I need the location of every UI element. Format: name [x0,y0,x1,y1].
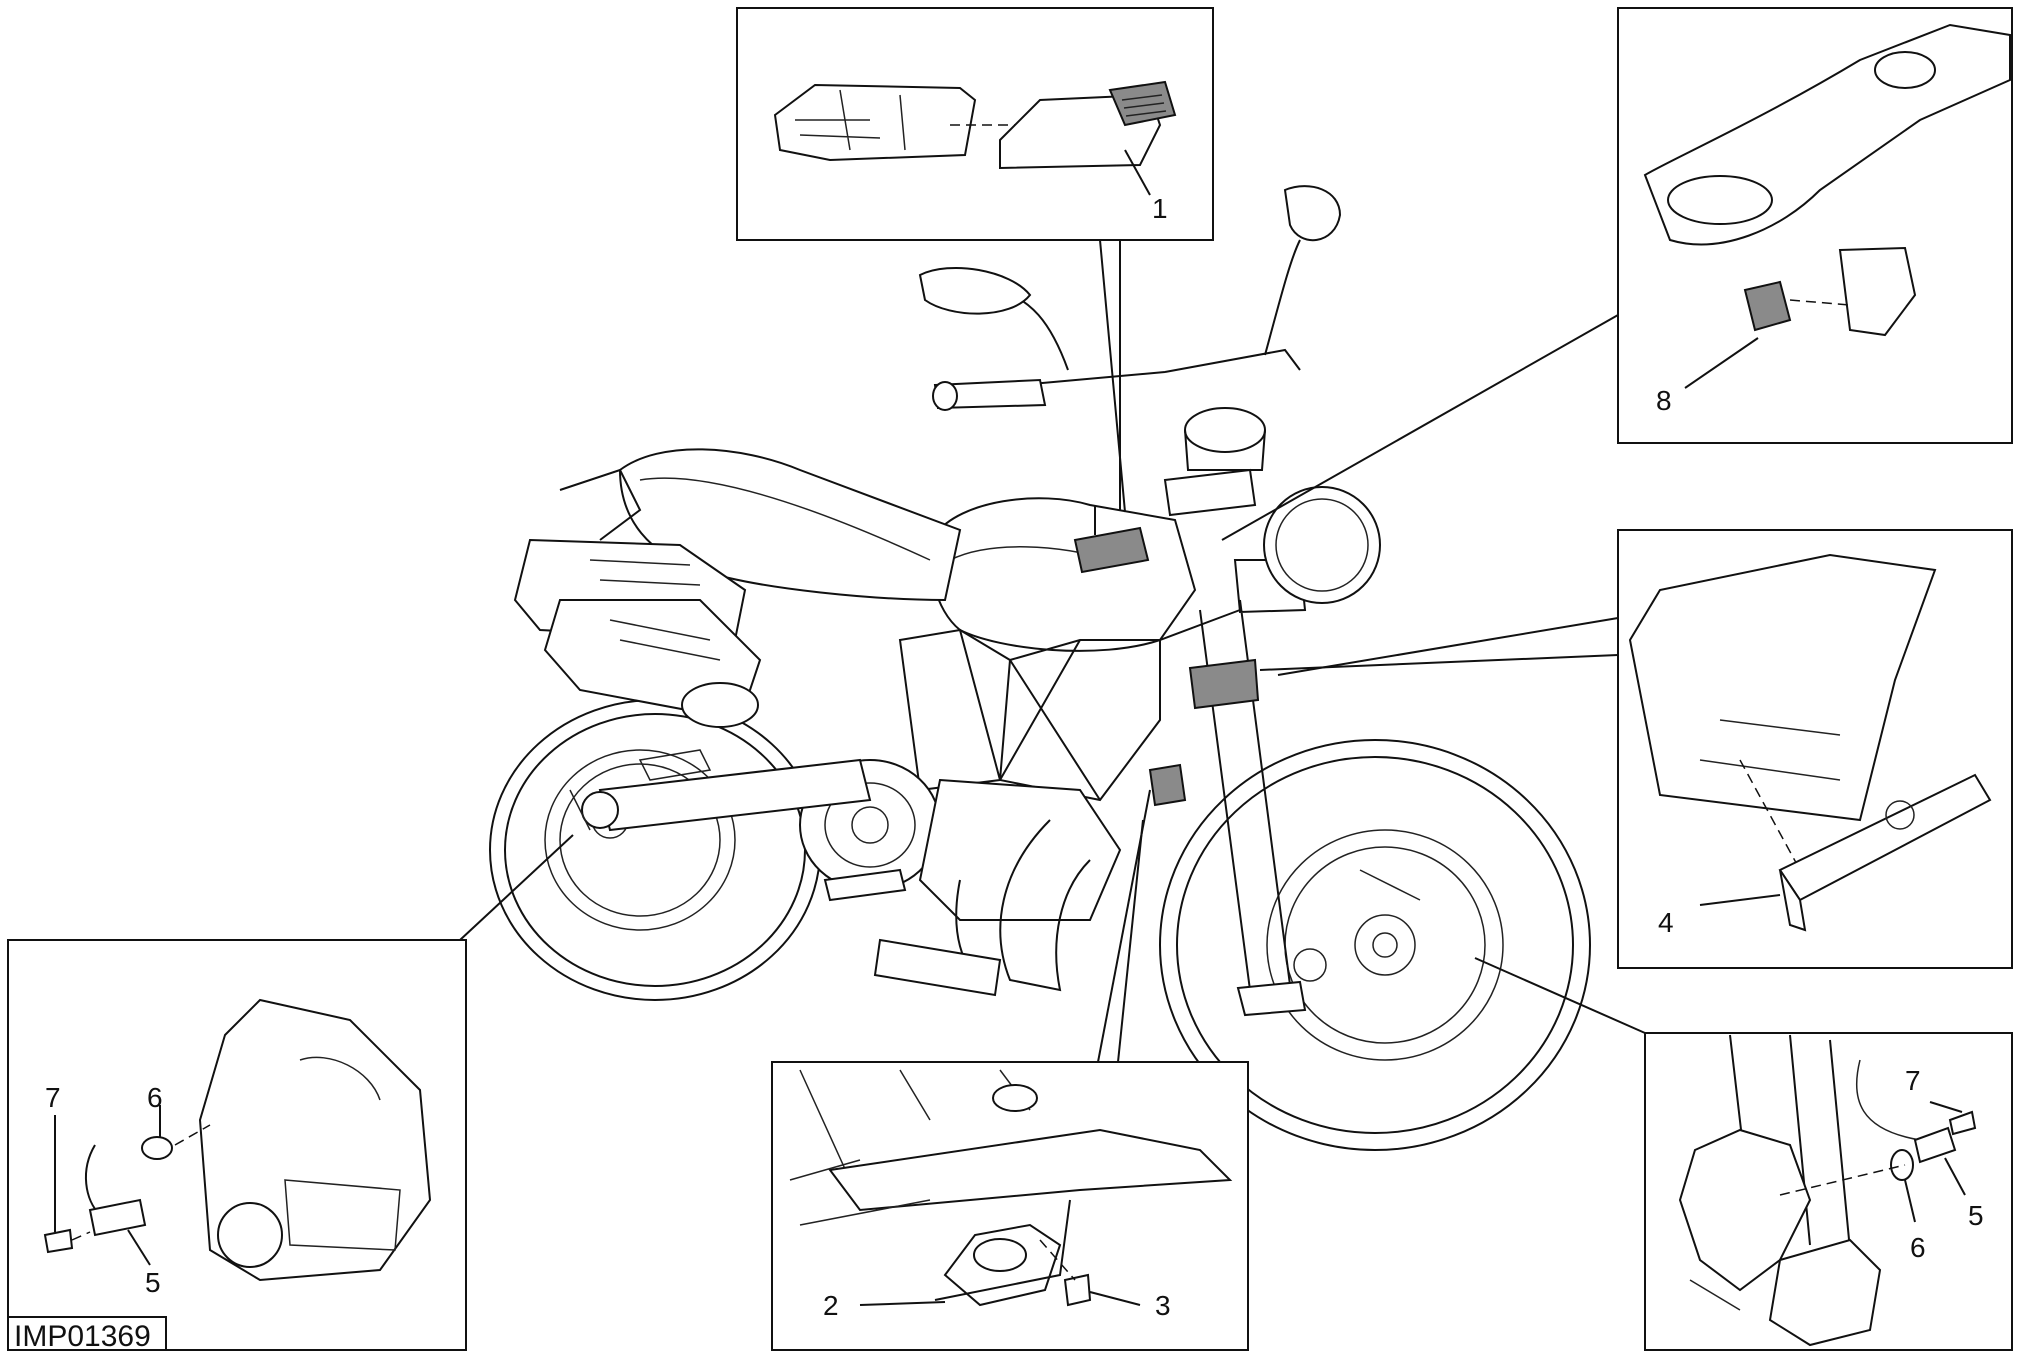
callout-3: 3 [1155,1290,1171,1321]
motorcycle-illustration [489,185,1591,1151]
callout-4: 4 [1658,907,1674,938]
leader-lines [459,239,1646,1063]
detail-box-rear-sensor: 7 6 5 [7,939,467,1351]
callout-6-front: 6 [1910,1232,1926,1263]
detail-box-front-sensor: 7 6 5 [1644,1032,2013,1351]
callout-8: 8 [1656,385,1672,416]
drawing-code-label: IMP01369 [8,1316,167,1353]
detail-box-ecu: 1 [736,7,1214,241]
callout-7-front: 7 [1905,1065,1921,1096]
detail-box-battery-unit: 4 [1617,529,2013,969]
detail-box-key-sensor: 8 [1617,7,2013,444]
callout-2: 2 [823,1290,839,1321]
callout-7-rear: 7 [45,1082,61,1113]
drawing-code: IMP01369 [14,1320,151,1353]
callout-1: 1 [1152,193,1168,224]
callout-5-rear: 5 [145,1267,161,1298]
callout-6-rear: 6 [147,1082,163,1113]
detail-box-horn: 2 3 [771,1061,1249,1351]
callout-5-front: 5 [1968,1200,1984,1231]
